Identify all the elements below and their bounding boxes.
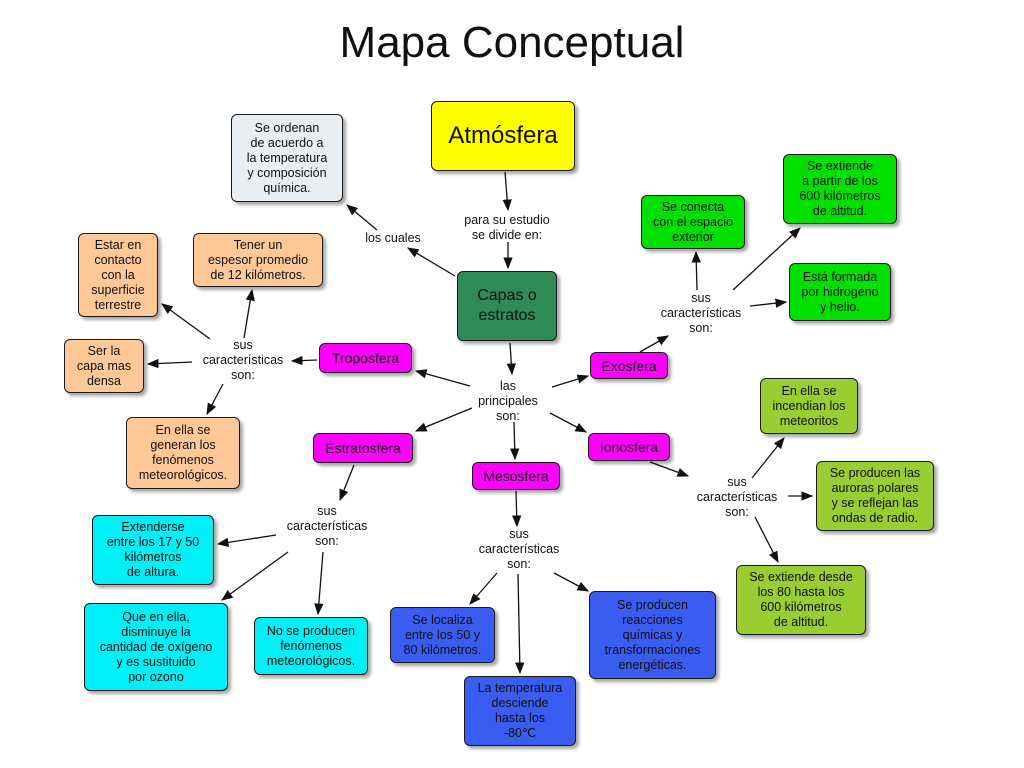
arrow-exo-sus-to-formada bbox=[749, 298, 788, 308]
node-capas-estratos[interactable]: Capas o estratos bbox=[457, 271, 557, 341]
node-meso-localiza[interactable]: Se localiza entre los 50 y 80 kilómetros… bbox=[390, 607, 495, 663]
node-exo-extiende[interactable]: Se extiende a partir de los 600 kilómetr… bbox=[783, 154, 897, 224]
node-mesosfera[interactable]: Mesosfera bbox=[472, 462, 560, 490]
arrow-capas-to-cuales bbox=[406, 247, 456, 277]
arrow-meso-sus-to-localiza bbox=[469, 572, 498, 605]
page-title: Mapa Conceptual bbox=[339, 18, 685, 67]
arrow-cuales-to-ordenan bbox=[346, 204, 378, 231]
node-iono-auroras[interactable]: Se producen las auroras polares y se ref… bbox=[816, 461, 934, 531]
arrow-mesosfera-to-sus bbox=[512, 490, 522, 528]
link-meso-caracteristicas: sus características son: bbox=[478, 527, 560, 571]
node-estrato-extiende[interactable]: Extenderse entre los 17 y 50 kilómetros … bbox=[92, 515, 214, 585]
node-meso-temperatura[interactable]: La temperatura desciende hasta los -80℃ bbox=[464, 676, 576, 746]
node-exosfera[interactable]: Exosfera bbox=[590, 352, 668, 379]
link-para-su-estudio: para su estudio se divide en: bbox=[464, 213, 550, 242]
arrow-capas-to-principales bbox=[506, 342, 516, 376]
arrow-estrato-sus-to-oxigeno bbox=[221, 551, 289, 601]
arrow-principales-to-ionosfera bbox=[549, 412, 588, 433]
node-exo-conecta[interactable]: Se conecta con el espacio exterior bbox=[641, 195, 745, 249]
arrow-exo-sus-to-extiende bbox=[732, 227, 801, 291]
node-estrato-oxigeno[interactable]: Que en ella, disminuye la cantidad de ox… bbox=[84, 603, 228, 691]
arrow-troposfera-to-sus bbox=[290, 355, 318, 366]
node-ionosfera[interactable]: Ionosfera bbox=[588, 433, 670, 461]
arrow-estrato-sus-to-nofenom bbox=[314, 551, 324, 616]
arrow-atmosfera-to-estudio bbox=[502, 171, 512, 212]
arrow-principales-to-mesosfera bbox=[510, 421, 520, 461]
node-estrato-nofenomenos[interactable]: No se producen fenómenos meteorológicos. bbox=[254, 617, 368, 675]
node-tropo-densa[interactable]: Ser la capa mas densa bbox=[64, 339, 144, 393]
node-tropo-fenomenos[interactable]: En ella se generan los fenómenos meteoro… bbox=[126, 417, 240, 489]
node-estratosfera[interactable]: Estratosfera bbox=[313, 433, 413, 463]
link-los-cuales: los cuales bbox=[365, 231, 421, 245]
arrow-estrato-sus-to-extiende bbox=[216, 534, 277, 548]
node-meso-reacciones[interactable]: Se producen reacciones químicas y transf… bbox=[589, 591, 716, 679]
arrow-ionosfera-to-sus bbox=[649, 461, 690, 477]
node-iono-meteoritos[interactable]: En ella se incendian los meteoritos bbox=[760, 378, 858, 434]
link-las-principales: las principales son: bbox=[478, 379, 538, 423]
arrow-iono-sus-to-meteoritos bbox=[751, 437, 785, 479]
node-tropo-espesor[interactable]: Tener un espesor promedio de 12 kilómetr… bbox=[193, 233, 323, 287]
arrow-tropo-sus-to-espesor bbox=[243, 288, 255, 339]
link-estrato-caracteristicas: sus características son: bbox=[286, 504, 368, 548]
arrow-meso-sus-to-reacciones bbox=[553, 572, 590, 592]
arrow-principales-to-estratosfera bbox=[414, 407, 473, 432]
node-troposfera[interactable]: Troposfera bbox=[319, 343, 412, 373]
link-iono-caracteristicas: sus características son: bbox=[696, 475, 778, 519]
node-exo-formada[interactable]: Está formada por hidrogeno y helio. bbox=[789, 263, 891, 321]
arrow-exosfera-to-sus bbox=[639, 335, 670, 353]
arrow-estratosfera-to-sus bbox=[339, 464, 355, 502]
arrow-tropo-sus-to-fenomenos bbox=[206, 383, 224, 416]
arrow-iono-sus-to-extiende bbox=[754, 516, 779, 564]
arrow-meso-sus-to-temperatura bbox=[515, 573, 525, 675]
arrow-exo-sus-to-conecta bbox=[691, 250, 701, 291]
link-exo-caracteristicas: sus características son: bbox=[660, 291, 742, 335]
node-se-ordenan[interactable]: Se ordenan de acuerdo a la temperatura y… bbox=[231, 114, 343, 202]
link-tropo-caracteristicas: sus características son: bbox=[202, 338, 284, 382]
node-tropo-contacto[interactable]: Estar en contacto con la superficie terr… bbox=[78, 233, 158, 317]
node-iono-extiende[interactable]: Se extiende desde los 80 hasta los 600 k… bbox=[736, 565, 866, 635]
arrow-tropo-sus-to-contacto bbox=[161, 303, 211, 340]
node-atmosfera[interactable]: Atmósfera bbox=[431, 101, 575, 171]
arrow-principales-to-troposfera bbox=[414, 369, 471, 387]
arrow-principales-to-exosfera bbox=[551, 374, 590, 388]
arrow-tropo-sus-to-densa bbox=[146, 358, 193, 369]
